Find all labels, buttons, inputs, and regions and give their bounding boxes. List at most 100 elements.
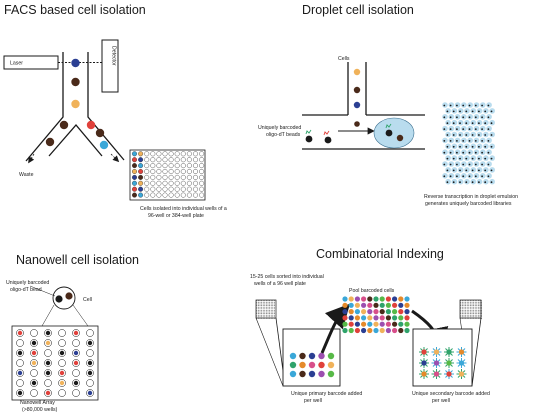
pool-label: Pool barcoded cells	[349, 288, 395, 294]
filled-well	[131, 168, 137, 174]
pooled-cell	[373, 302, 379, 308]
plate-well-dot	[477, 311, 479, 313]
nanowell	[58, 339, 66, 347]
droplet-content	[446, 181, 449, 184]
plate-well-dot	[461, 317, 463, 319]
droplet-content	[481, 116, 483, 119]
pooled-cell	[379, 315, 385, 321]
primary-cell	[299, 361, 306, 369]
pooled-cell	[392, 327, 398, 334]
droplet-content	[465, 110, 468, 113]
empty-well	[180, 192, 186, 198]
droplet-content	[478, 122, 480, 125]
waste-arrow	[28, 153, 35, 164]
plate-well-dot	[468, 311, 470, 313]
filled-well	[131, 180, 137, 186]
pooled-cell	[342, 315, 348, 321]
plate-well-dot	[465, 317, 467, 319]
plate-well-dot	[272, 311, 274, 313]
plate-well-dot	[479, 306, 481, 308]
primary-cell	[289, 352, 297, 360]
facs-caption-line1: Cells isolated into individual wells of …	[140, 206, 227, 212]
plate-well-dot	[460, 317, 462, 319]
droplet-content	[443, 163, 446, 166]
droplet-content	[471, 181, 474, 184]
empty-well	[156, 157, 162, 163]
pooled-cell	[367, 315, 373, 321]
plate-well-dot	[477, 303, 479, 305]
empty-well	[192, 163, 198, 169]
plate-well-dot	[465, 301, 467, 303]
plate-well-dot	[262, 316, 264, 318]
plate-well-dot	[481, 313, 483, 315]
plate-well-dot	[466, 316, 468, 318]
droplet-content	[474, 175, 477, 178]
plate-well-dot	[265, 305, 267, 307]
plate-well-dot	[469, 301, 471, 303]
empty-well	[199, 157, 205, 163]
droplet-content	[456, 175, 458, 178]
empty-well	[180, 180, 186, 186]
plate-well-dot	[477, 309, 479, 311]
plate-well-dot	[265, 308, 267, 310]
plate-well-dot	[476, 301, 478, 303]
nanowell-beads-line2: oligo-dT bead	[10, 287, 42, 293]
pooled-cell	[342, 327, 348, 334]
plate-well-dot	[270, 303, 272, 305]
droplet-content	[487, 175, 490, 178]
filled-well	[131, 186, 137, 192]
plate-well-dot	[479, 314, 481, 316]
plate-well-dot	[269, 303, 271, 305]
droplet-content	[459, 181, 461, 184]
cell-brown	[95, 128, 105, 138]
droplet-content	[468, 140, 471, 142]
nanowell-cell-label: Cell	[83, 297, 92, 303]
plate-well-dot	[264, 300, 266, 302]
empty-well	[199, 163, 205, 169]
plate-well-dot	[273, 303, 275, 305]
plate-well-dot	[461, 300, 463, 302]
plate-well-dot	[261, 301, 263, 303]
secondary-cell	[421, 349, 427, 355]
plate-well-dot	[270, 316, 272, 318]
droplet-content	[481, 163, 483, 166]
plate-well-dot	[272, 314, 274, 316]
plate-well-dot	[272, 317, 274, 319]
nanowell-content	[87, 360, 93, 366]
plate-well-dot	[265, 301, 267, 303]
primary-cell	[289, 361, 297, 369]
plate-well-dot	[273, 317, 275, 319]
empty-well	[168, 163, 174, 169]
primary-cell	[318, 352, 325, 360]
droplet-content	[487, 116, 490, 119]
droplet-content	[484, 134, 487, 136]
droplet-content	[474, 128, 477, 131]
plate-well-dot	[267, 316, 269, 318]
plate-well-dot	[273, 313, 275, 315]
droplet-content	[452, 169, 455, 172]
droplet-content	[484, 181, 487, 184]
nanowell	[86, 329, 94, 337]
plate-well-dot	[264, 317, 266, 319]
nanowell-content	[45, 340, 51, 346]
plate-well-dot	[471, 309, 473, 311]
plate-well-dot	[257, 308, 259, 310]
facs-channel-left-wall	[25, 52, 64, 162]
plate-well-dot	[262, 313, 264, 315]
plate-well-dot	[465, 300, 467, 302]
droplet-content	[459, 122, 461, 125]
plate-well-dot	[264, 313, 266, 315]
plate-well-dot	[267, 300, 269, 302]
plate-well-dot	[270, 301, 272, 303]
pooled-cell	[404, 309, 410, 315]
empty-well	[150, 180, 156, 186]
plate-well-dot	[468, 313, 470, 315]
nanowell	[16, 339, 24, 347]
nanowell	[58, 389, 66, 397]
droplet-content	[468, 128, 471, 131]
droplet-content	[459, 169, 461, 172]
plate-well-dot	[264, 306, 266, 308]
plate-well-dot	[273, 306, 275, 308]
plate-well-dot	[473, 308, 475, 310]
